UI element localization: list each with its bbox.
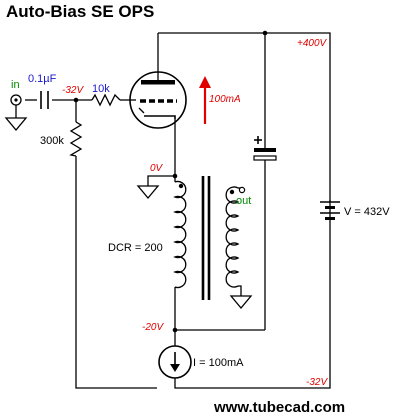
website-url: www.tubecad.com: [213, 399, 345, 416]
current-annotation: 100mA: [209, 94, 241, 105]
primary-dcr: DCR = 200: [108, 242, 163, 254]
current-source-value: I = 100mA: [193, 357, 244, 369]
output-label: out: [236, 195, 251, 207]
grid-leak-value: 300k: [40, 135, 64, 147]
grid-voltage: -32V: [62, 85, 84, 96]
supply-voltage: V = 432V: [344, 206, 390, 218]
b-minus-voltage: -32V: [306, 377, 328, 388]
input-label: in: [11, 79, 20, 91]
output-terminal: [238, 186, 246, 194]
ground-cathode: [136, 185, 160, 200]
junction-dots: [73, 30, 268, 333]
page-title: Auto-Bias SE OPS: [6, 2, 154, 21]
triode-tube: [129, 71, 187, 129]
supply-battery: [320, 200, 340, 220]
wiring: [25, 32, 331, 389]
grid-resistor: [91, 93, 121, 107]
input-jack: [4, 94, 28, 132]
ground-secondary: [229, 295, 253, 310]
grid-resistor-value: 10k: [92, 83, 110, 95]
xfmr-bottom-voltage: -20V: [142, 322, 164, 333]
b-plus-voltage: +400V: [297, 38, 328, 49]
capacitor-value: 0.1µF: [28, 73, 57, 85]
bypass-capacitor: [253, 136, 277, 161]
current-arrow: [199, 76, 211, 124]
output-transformer: [173, 176, 240, 300]
cathode-voltage: 0V: [150, 163, 164, 174]
grid-leak-resistor: [69, 121, 83, 157]
input-capacitor: [40, 91, 49, 109]
current-source: [158, 345, 192, 379]
